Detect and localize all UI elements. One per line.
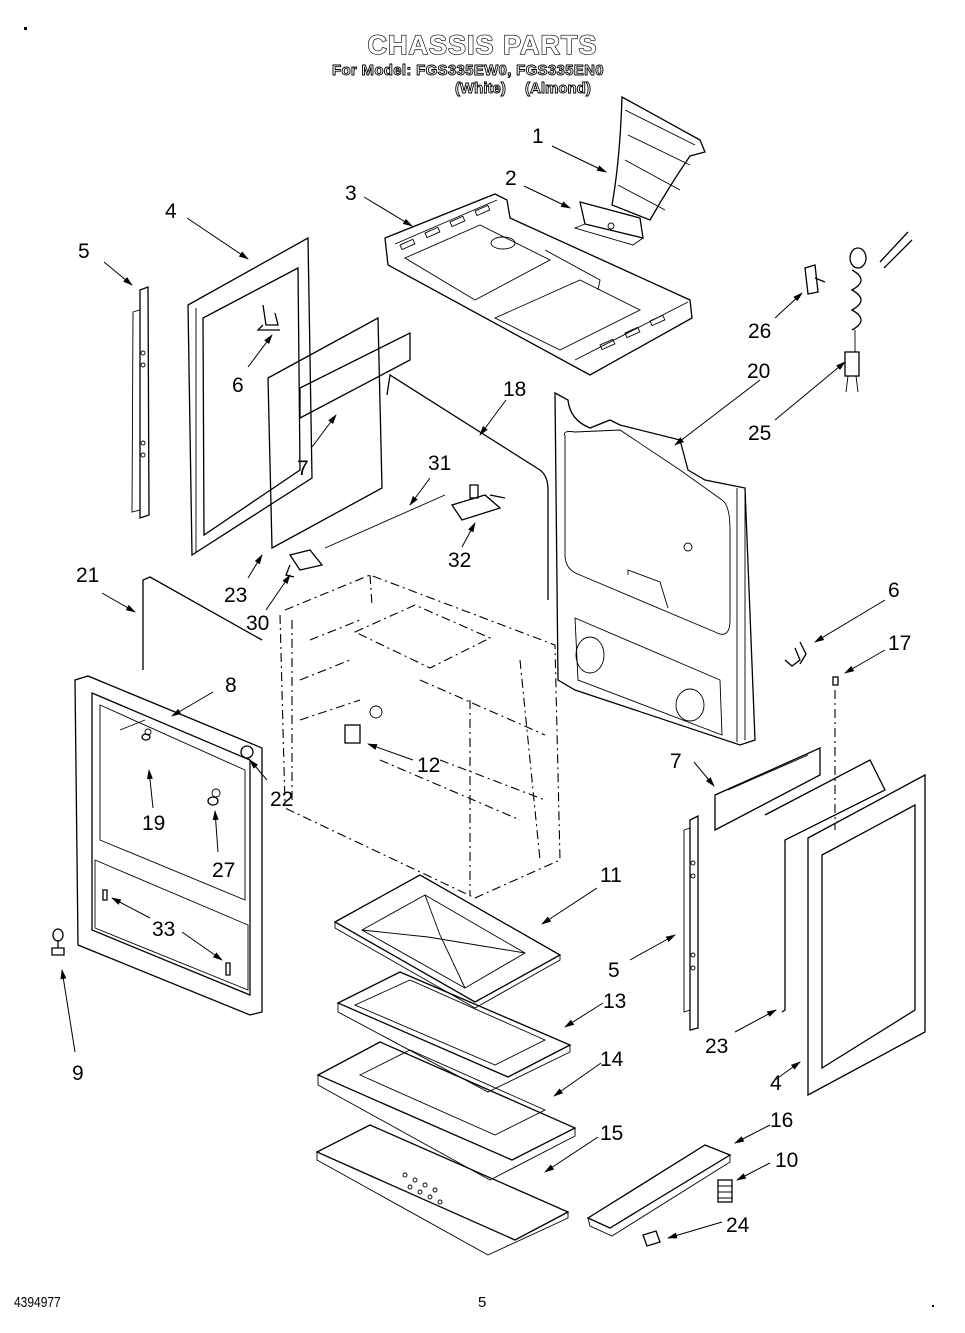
scan-speck — [932, 1305, 934, 1307]
part-side-panel-left[interactable] — [187, 236, 313, 557]
part-bracket[interactable] — [573, 201, 644, 246]
callout-20[interactable]: 20 — [747, 360, 770, 383]
part-insulation-panel-right[interactable] — [714, 746, 821, 832]
callout-18[interactable]: 18 — [503, 378, 526, 401]
part-foot-10[interactable] — [717, 1179, 733, 1203]
part-side-strip-right[interactable] — [683, 814, 699, 1031]
callout-14[interactable]: 14 — [600, 1048, 624, 1071]
part-insulation-panel-left[interactable] — [267, 316, 411, 550]
part-clip[interactable] — [804, 264, 826, 295]
page-number: 5 — [478, 1294, 487, 1311]
part-side-panel-right[interactable] — [807, 773, 926, 1097]
model-line: For Model: FGS335EW0, FGS335EN0 — [332, 62, 604, 80]
part-hinge-right[interactable] — [784, 641, 807, 667]
part-door-frame[interactable] — [74, 675, 263, 1016]
part-lens-22[interactable] — [240, 745, 254, 759]
callout-32[interactable]: 32 — [448, 549, 471, 572]
callout-9[interactable]: 9 — [72, 1062, 84, 1085]
callout-23[interactable]: 23 — [705, 1035, 728, 1058]
part-tray-14[interactable] — [316, 1041, 577, 1181]
callout-10[interactable]: 10 — [775, 1149, 798, 1172]
callout-6[interactable]: 6 — [232, 374, 244, 397]
callout-4[interactable]: 4 — [770, 1072, 782, 1095]
callout-11[interactable]: 11 — [600, 864, 622, 887]
callout-19[interactable]: 19 — [142, 812, 165, 835]
part-clip-33[interactable] — [102, 889, 231, 976]
part-liner-right[interactable] — [764, 759, 886, 1013]
callout-22[interactable]: 22 — [270, 788, 293, 811]
callout-33[interactable]: 33 — [152, 918, 175, 941]
callout-16[interactable]: 16 — [770, 1109, 793, 1132]
callout-23[interactable]: 23 — [224, 584, 247, 607]
callout-6[interactable]: 6 — [888, 579, 900, 602]
color-white: (White) — [455, 80, 507, 98]
part-top-frame[interactable] — [384, 193, 693, 376]
part-tray-13[interactable] — [336, 971, 572, 1093]
callout-31[interactable]: 31 — [428, 452, 451, 475]
part-side-strip-left[interactable] — [131, 286, 150, 519]
part-back-panel[interactable] — [554, 391, 756, 746]
callout-4[interactable]: 4 — [165, 200, 177, 223]
part-wire-rod[interactable] — [386, 373, 549, 600]
part-clip-24[interactable] — [642, 1230, 661, 1247]
part-switch-32[interactable] — [450, 484, 506, 521]
callout-7[interactable]: 7 — [297, 457, 309, 480]
callout-5[interactable]: 5 — [78, 240, 90, 263]
callout-17[interactable]: 17 — [888, 632, 911, 655]
callout-21[interactable]: 21 — [76, 564, 99, 587]
part-rail-16[interactable] — [586, 1144, 732, 1237]
callout-24[interactable]: 24 — [726, 1214, 750, 1237]
part-wire[interactable] — [324, 494, 446, 549]
part-hinge-left[interactable] — [256, 304, 280, 331]
callout-7[interactable]: 7 — [670, 750, 682, 773]
scan-speck — [24, 27, 27, 30]
part-vent-duct[interactable] — [611, 95, 706, 221]
callout-labels: 1 2 3 4 4 5 5 6 6 7 7 8 9 10 11 12 13 14… — [72, 125, 911, 1237]
callout-30[interactable]: 30 — [246, 612, 269, 635]
callout-12[interactable]: 12 — [417, 754, 440, 777]
oven-cavity — [279, 574, 561, 899]
callout-2[interactable]: 2 — [505, 167, 517, 190]
part-bottom-panel-15[interactable] — [315, 1124, 570, 1256]
leader-lines — [60, 145, 886, 1239]
callout-26[interactable]: 26 — [748, 320, 771, 343]
callout-8[interactable]: 8 — [225, 674, 237, 697]
part-bumper-27[interactable] — [207, 796, 219, 806]
part-power-cord[interactable] — [844, 231, 913, 393]
callout-25[interactable]: 25 — [748, 422, 771, 445]
page-title: CHASSIS PARTS — [367, 29, 598, 60]
document-number: 4394977 — [14, 1294, 61, 1311]
part-latch-30[interactable] — [285, 549, 324, 578]
part-light-socket-12[interactable] — [344, 705, 383, 744]
part-glass-pin-19[interactable] — [141, 733, 151, 741]
callout-27[interactable]: 27 — [212, 859, 235, 882]
callout-1[interactable]: 1 — [532, 125, 544, 148]
part-screw[interactable] — [832, 676, 839, 830]
callout-15[interactable]: 15 — [600, 1122, 623, 1145]
part-leveling-leg-9[interactable] — [51, 928, 65, 956]
part-burner-tray[interactable] — [333, 874, 562, 1009]
color-almond: (Almond) — [525, 80, 592, 98]
callout-3[interactable]: 3 — [345, 182, 357, 205]
part-gasket[interactable] — [142, 576, 263, 670]
callout-5[interactable]: 5 — [608, 959, 620, 982]
callout-13[interactable]: 13 — [603, 990, 626, 1013]
